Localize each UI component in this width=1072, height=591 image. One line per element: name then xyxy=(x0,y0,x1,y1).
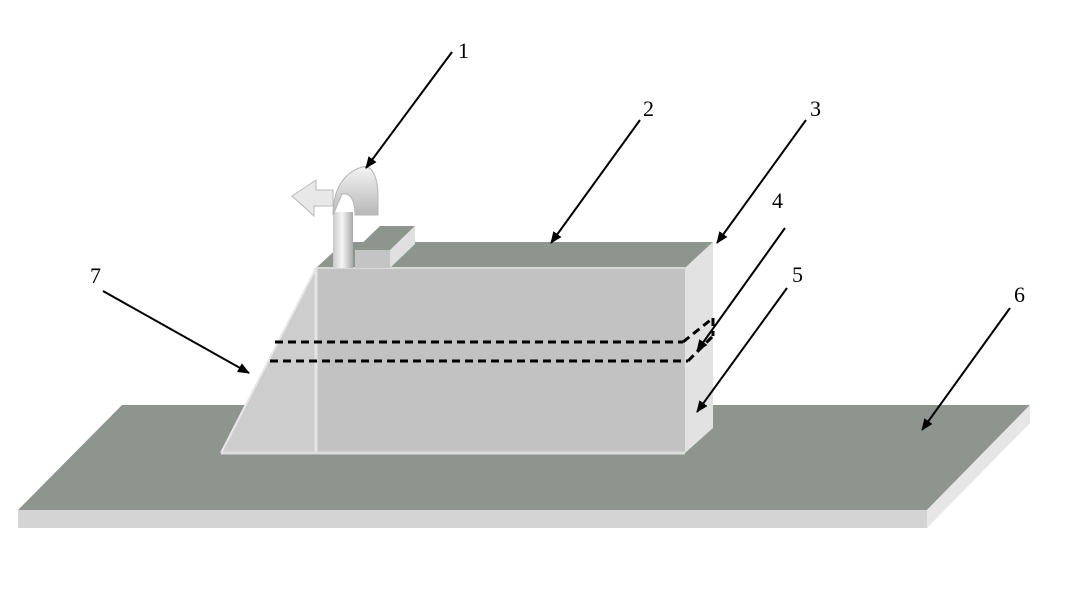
inlet-pipe-elbow xyxy=(332,166,379,216)
main-box-front xyxy=(316,268,685,453)
leader-lines xyxy=(102,51,1011,431)
callout-labels: 1 2 3 4 5 6 7 xyxy=(90,38,1025,307)
callout-label-2: 2 xyxy=(643,96,654,121)
callout-label-3: 3 xyxy=(810,96,821,121)
callout-label-6: 6 xyxy=(1014,282,1025,307)
leader-6 xyxy=(921,307,1011,431)
callout-label-5: 5 xyxy=(792,262,803,287)
leader-1 xyxy=(365,51,453,169)
leader-4 xyxy=(696,227,786,352)
base-plate-front-edge xyxy=(18,510,927,528)
callout-label-7: 7 xyxy=(90,263,101,288)
inlet-pipe xyxy=(291,166,379,268)
leader-5 xyxy=(696,287,788,413)
leader-7 xyxy=(102,290,250,374)
ramp xyxy=(220,267,317,454)
leader-2 xyxy=(550,119,641,244)
callout-label-1: 1 xyxy=(458,38,469,63)
callout-label-4: 4 xyxy=(772,188,783,213)
main-box-top xyxy=(316,242,713,268)
top-block xyxy=(355,226,415,268)
leader-3 xyxy=(716,119,807,244)
base-plate-side-edge xyxy=(927,405,1030,528)
inlet-pipe-end-cap xyxy=(291,179,334,218)
